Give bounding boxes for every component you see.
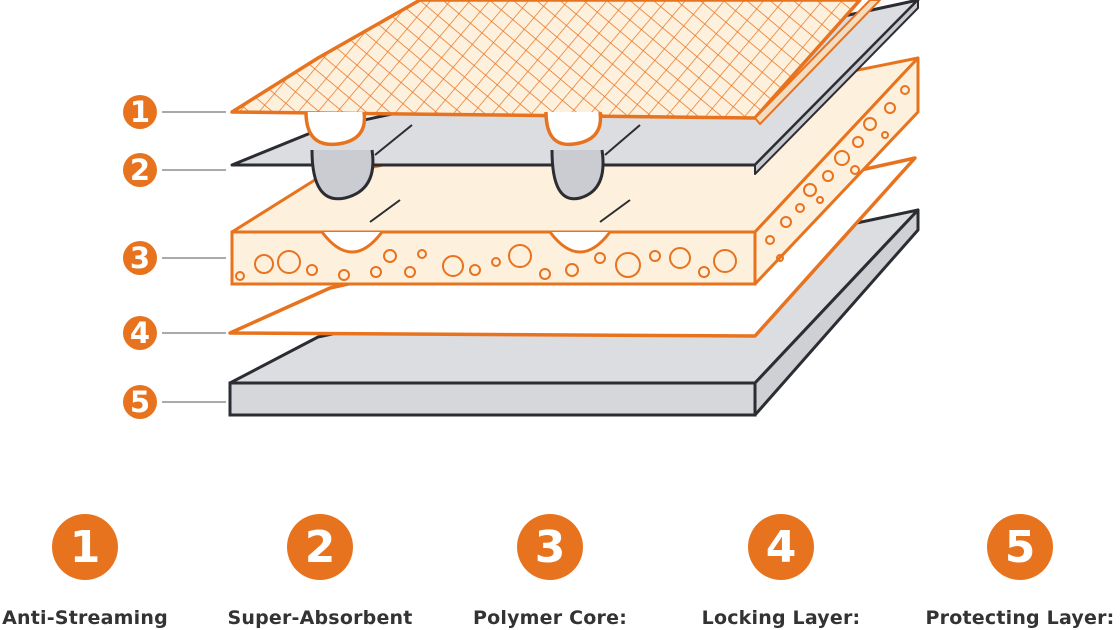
legend-badge-5: 5 — [987, 514, 1053, 580]
legend-label-anti-streaming: Anti-Streaming — [2, 607, 168, 629]
callout-2: 2 — [123, 153, 226, 187]
callouts: 1 2 3 4 5 — [123, 95, 226, 419]
legend-label-super-absorbent: Super-Absorbent — [227, 607, 413, 629]
callout-5-number: 5 — [130, 385, 150, 419]
legend-label-protecting-layer: Protecting Layer: — [925, 607, 1115, 629]
callout-3: 3 — [123, 241, 226, 275]
legend-item-locking-layer: 4 Locking Layer: — [666, 505, 896, 629]
legend-label-locking-layer: Locking Layer: — [701, 607, 861, 629]
callout-5: 5 — [123, 385, 226, 419]
callout-1: 1 — [123, 95, 226, 129]
callout-1-number: 1 — [130, 95, 150, 129]
legend-badge-1: 1 — [52, 514, 118, 580]
legend-badge-4: 4 — [748, 514, 814, 580]
callout-2-number: 2 — [130, 153, 150, 187]
legend-item-super-absorbent: 2 Super-Absorbent — [205, 505, 435, 629]
callout-3-number: 3 — [130, 241, 150, 275]
legend-item-anti-streaming: 1 Anti-Streaming — [0, 505, 200, 629]
legend-item-protecting-layer: 5 Protecting Layer: — [905, 505, 1120, 629]
legend-item-polymer-core: 3 Polymer Core: — [435, 505, 665, 629]
layer-legend: 1 Anti-Streaming 2 Super-Absorbent 3 Pol… — [0, 505, 1120, 630]
anti-streaming-layer — [230, 0, 881, 147]
legend-badge-2: 2 — [287, 514, 353, 580]
callout-4: 4 — [123, 316, 226, 350]
legend-label-polymer-core: Polymer Core: — [473, 607, 627, 629]
legend-badge-3: 3 — [517, 514, 583, 580]
layer-diagram: 1 2 3 4 5 — [123, 0, 920, 419]
callout-4-number: 4 — [130, 316, 150, 350]
